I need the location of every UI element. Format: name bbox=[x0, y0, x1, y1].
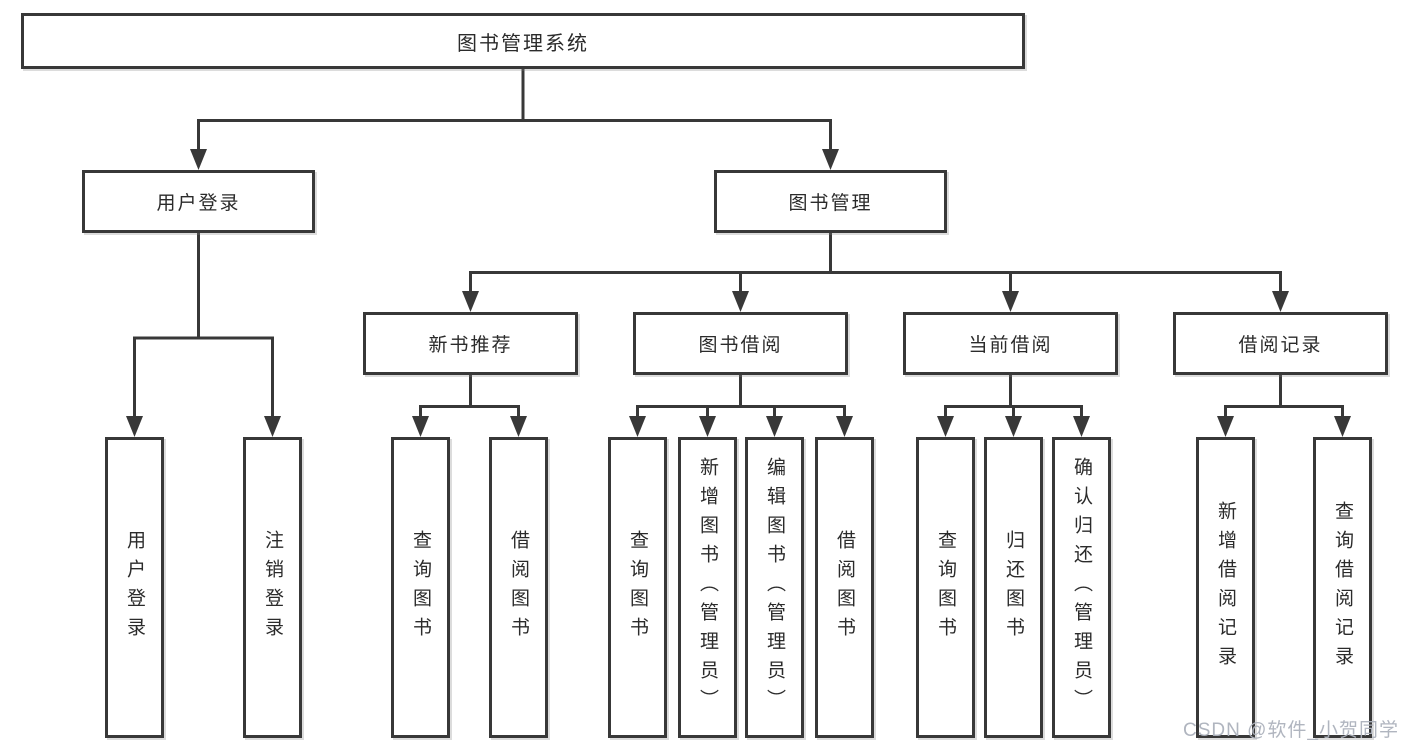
leaf-return-books: 归还图书 bbox=[984, 437, 1043, 738]
leaf-confirm-return-admin: 确认归还（管理员） bbox=[1052, 437, 1111, 738]
leaf-query-books-recommend: 查询图书 bbox=[391, 437, 450, 738]
leaf-add-book-admin: 新增图书（管理员） bbox=[678, 437, 737, 738]
csdn-watermark: CSDN @软件_小贺同学 bbox=[1183, 720, 1399, 741]
leaf-query-books-current: 查询图书 bbox=[916, 437, 975, 738]
book-borrowing-node: 图书借阅 bbox=[633, 312, 848, 375]
borrowing-records-node: 借阅记录 bbox=[1173, 312, 1388, 375]
new-book-recommendation-node: 新书推荐 bbox=[363, 312, 578, 375]
leaf-add-borrow-record: 新增借阅记录 bbox=[1196, 437, 1255, 738]
leaf-edit-book-admin: 编辑图书（管理员） bbox=[745, 437, 804, 738]
user-login-node: 用户登录 bbox=[82, 170, 315, 233]
leaf-logout: 注销登录 bbox=[243, 437, 302, 738]
leaf-query-books-borrowing: 查询图书 bbox=[608, 437, 667, 738]
book-management-node: 图书管理 bbox=[714, 170, 947, 233]
current-borrowing-node: 当前借阅 bbox=[903, 312, 1118, 375]
leaf-user-login: 用户登录 bbox=[105, 437, 164, 738]
leaf-borrow-books-recommend: 借阅图书 bbox=[489, 437, 548, 738]
leaf-query-borrow-record: 查询借阅记录 bbox=[1313, 437, 1372, 738]
leaf-borrow-books-borrowing: 借阅图书 bbox=[815, 437, 874, 738]
root-node-library-management-system: 图书管理系统 bbox=[21, 13, 1025, 69]
